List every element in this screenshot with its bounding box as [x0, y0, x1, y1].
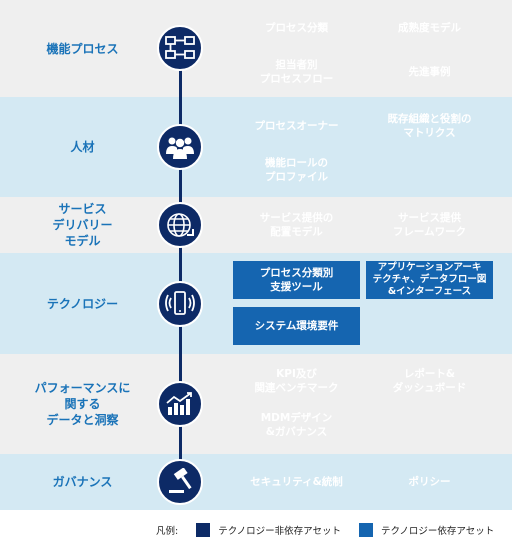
asset-box-maturity-model: 成熟度モデル [398, 22, 461, 34]
asset-box-process-classification: プロセス分類 [265, 22, 328, 34]
asset-box-delivery-framework: サービス提供 フレームワーク [392, 212, 467, 238]
mobile-signal-icon [165, 291, 195, 315]
process-flow-icon [165, 36, 195, 59]
process-node [157, 25, 203, 71]
asset-box-mdm-design: MDMデザイン &ガバナンス [260, 412, 333, 438]
asset-box-role-profile: 機能ロールの プロファイル [265, 157, 328, 183]
category-label-people: 人材 [70, 140, 95, 154]
legend: 凡例: テクノロジー非依存アセット テクノロジー依存アセット [0, 516, 512, 544]
asset-box-report-dashboard: レポート& ダッシュボード [392, 368, 467, 394]
asset-box-best-practice: 先進事例 [408, 66, 451, 78]
asset-box-process-owner: プロセスオーナー [254, 120, 339, 132]
asset-box-system-requirements: システム環境要件 [233, 307, 360, 345]
band-governance [0, 454, 512, 510]
asset-box-support-tools: プロセス分類別 支援ツール [233, 261, 360, 299]
legend-label-light: テクノロジー依存アセット [380, 526, 495, 537]
governance-node [157, 459, 203, 505]
service-node [157, 202, 203, 248]
asset-box-security-control: セキュリティ&統制 [250, 476, 343, 488]
band-people [0, 97, 512, 197]
asset-box-kpi-benchmark: KPI及び 関連ベンチマーク [254, 368, 339, 394]
category-label-service: サービス デリバリー モデル [52, 202, 113, 248]
legend-swatch-dark [196, 523, 211, 537]
globe-icon [167, 213, 194, 237]
legend-label-dark: テクノロジー非依存アセット [218, 526, 341, 537]
category-label-governance: ガバナンス [52, 475, 113, 489]
performance-node [157, 381, 203, 427]
timeline-connector [179, 46, 182, 484]
category-label-performance: パフォーマンスに 関する データと洞察 [34, 381, 131, 427]
band-service [0, 197, 512, 253]
people-group-icon [166, 137, 194, 159]
category-label-technology: テクノロジー [46, 296, 119, 311]
band-performance [0, 354, 512, 454]
band-process [0, 0, 512, 97]
asset-box-delivery-model: サービス提供の 配置モデル [259, 212, 334, 238]
technology-node [157, 281, 203, 327]
asset-box-role-matrix: 既存組織と役割の マトリクス [387, 113, 472, 139]
bar-chart-trend-icon [166, 392, 192, 415]
legend-title: 凡例: [156, 526, 179, 537]
category-label-process: 機能プロセス [46, 41, 119, 56]
gavel-icon [169, 468, 192, 493]
people-node [157, 124, 203, 170]
asset-box-app-architecture: アプリケーションアーキ テクチャ、データフロー図 &インターフェース [366, 261, 493, 299]
asset-box-process-flow: 担当者別 プロセスフロー [259, 59, 334, 85]
legend-swatch-light [358, 523, 373, 537]
asset-box-policy: ポリシー [408, 476, 451, 488]
